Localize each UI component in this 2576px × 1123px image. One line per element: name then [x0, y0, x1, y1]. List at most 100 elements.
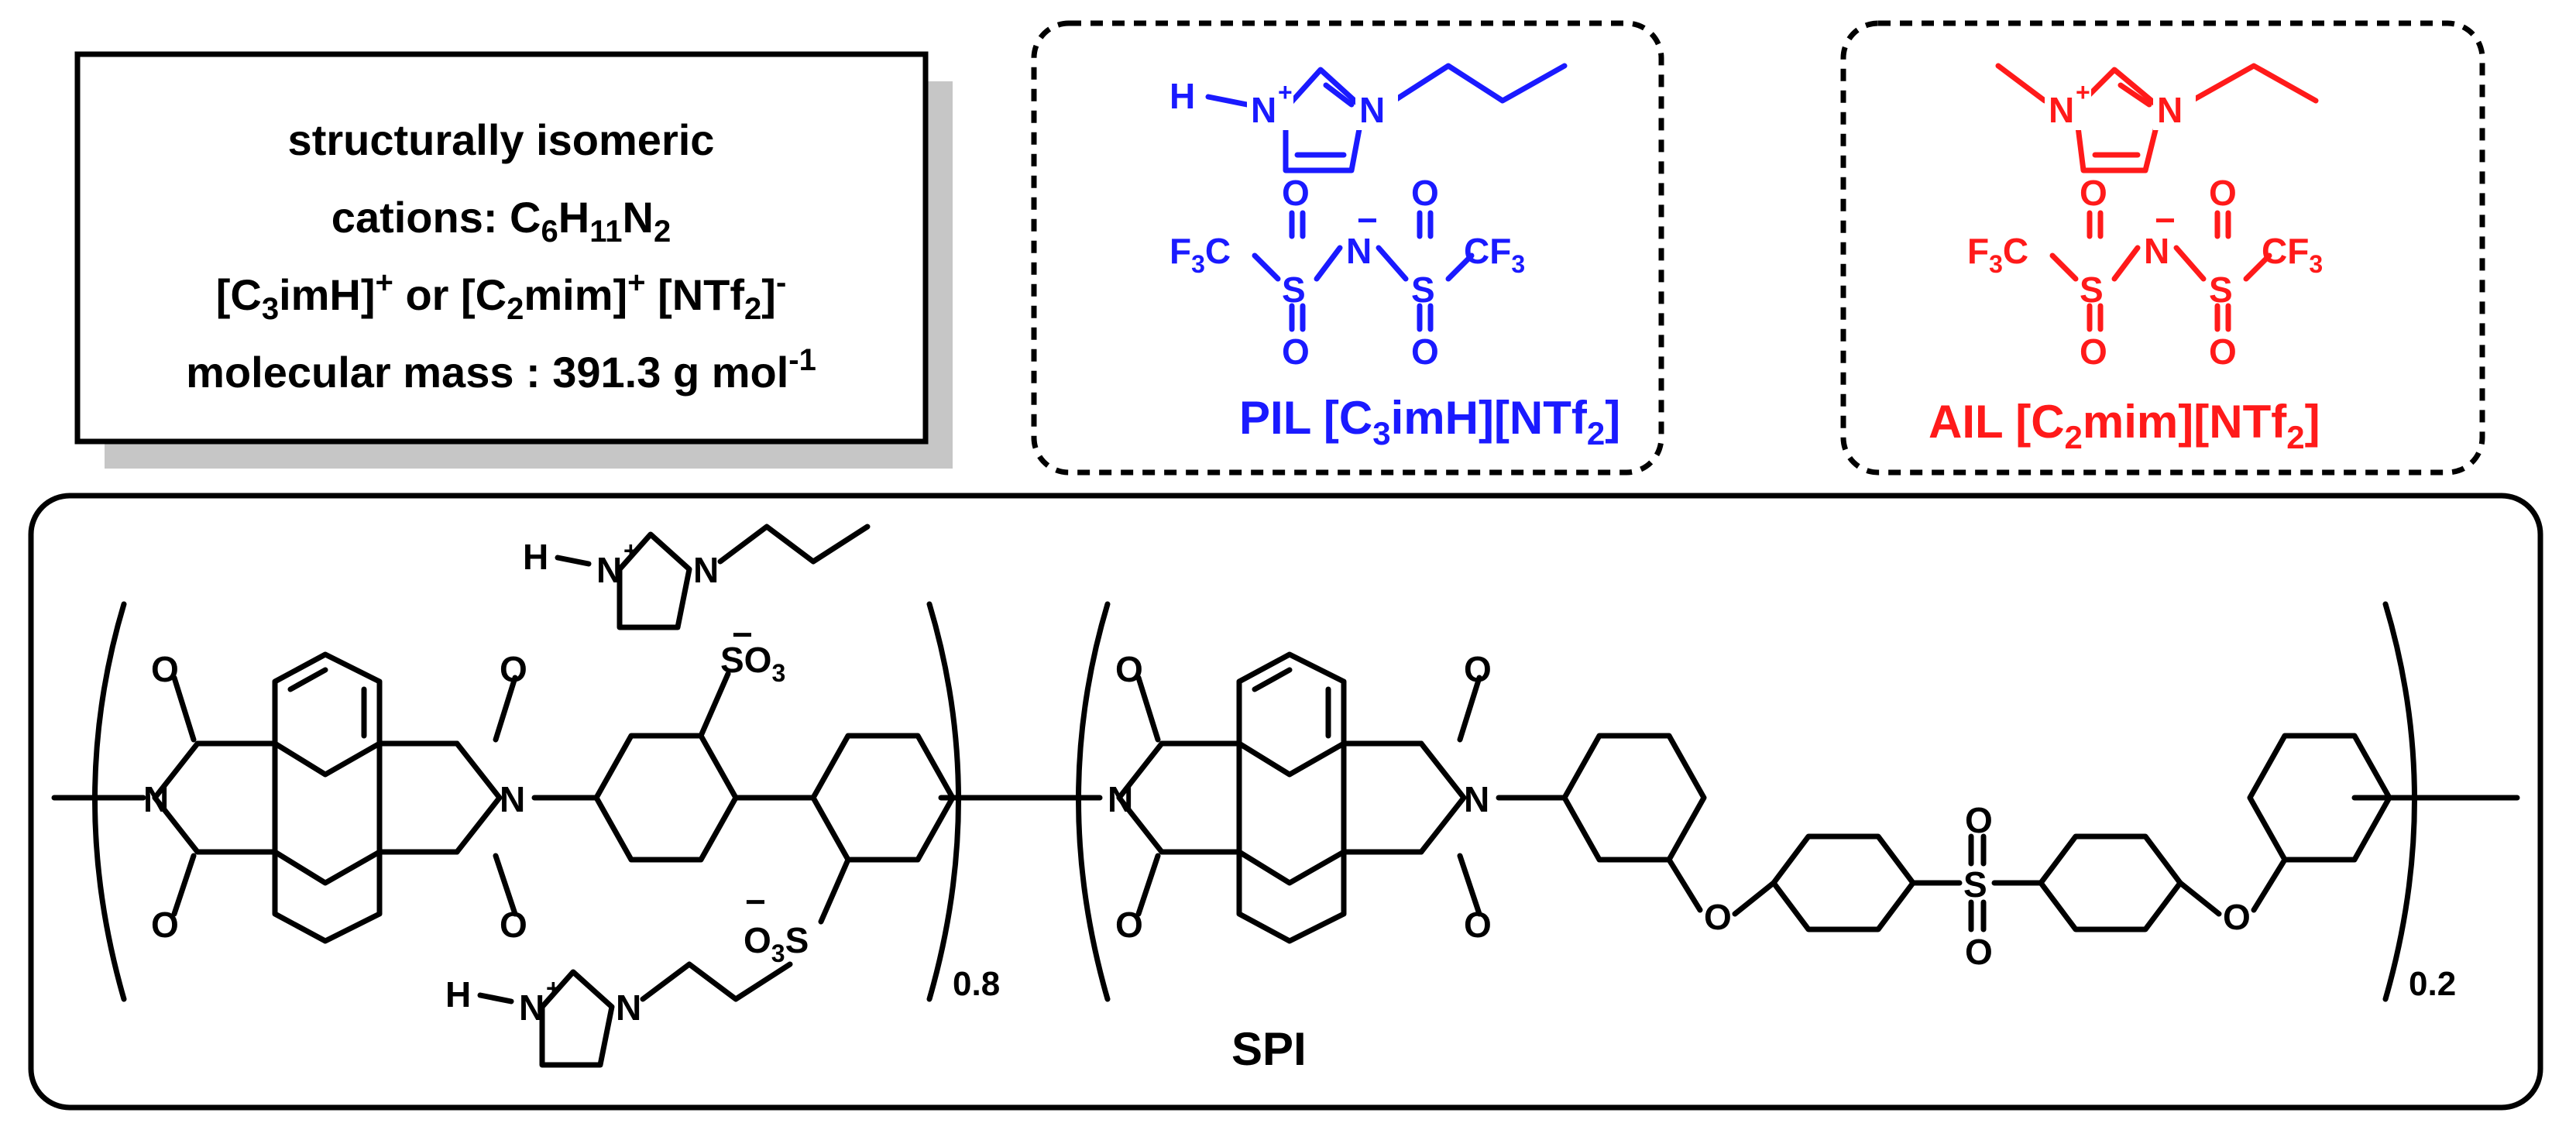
ndi1-n-left: N	[143, 779, 169, 819]
sulfone-o-top: O	[1965, 800, 1993, 840]
pil-label: PIL [C3imH][NTf2]	[1239, 392, 1620, 452]
ndi1-o-1: O	[151, 649, 179, 689]
info-line-3: [C3imH]+ or [C2mim]+ [NTf2]-	[216, 266, 787, 326]
ail-anion-bond-2	[2111, 245, 2141, 282]
ndi1-o-4: O	[500, 905, 527, 945]
ail-cf3: CF3	[2262, 231, 2323, 278]
ail-n-anion: N	[2144, 231, 2169, 271]
ail-anion-bond-3	[2173, 245, 2207, 282]
ail-o-2: O	[2209, 173, 2237, 213]
ail-s1-o-down	[2087, 303, 2104, 332]
pil-n1-mask	[1247, 84, 1293, 130]
ether-o-bond-4	[2251, 857, 2288, 913]
counter-cation-bottom: H N + N	[445, 961, 793, 1068]
pil-o-1: O	[1282, 173, 1310, 213]
cation-top-h: H	[523, 537, 548, 577]
bracket-left-1	[92, 601, 127, 1002]
cation-top-n-plus: N	[596, 550, 622, 590]
biphenyl-ring-2	[810, 733, 956, 863]
ail-n-atom: N	[2157, 90, 2183, 130]
cation-top-ring	[617, 531, 692, 630]
info-box: structurally isomeric cations: C6H11N2 […	[74, 51, 953, 469]
ndi2-core-bonds	[1236, 740, 1347, 855]
pil-cf3: CF3	[1464, 231, 1525, 278]
pil-nh-bond	[1205, 94, 1250, 108]
pil-panel: H N + N O O S S O O N − F3C CF3 PIL [C3i…	[1031, 20, 1664, 476]
pil-s-2: S	[1411, 270, 1435, 310]
ether-o-bond-1	[1666, 857, 1703, 913]
ether-o-1: O	[1704, 897, 1732, 937]
pil-imidazolium-ring	[1283, 67, 1366, 173]
info-line-4: molecular mass : 391.3 g mol-1	[186, 343, 816, 397]
ail-f3c: F3C	[1967, 231, 2028, 278]
ail-anion-bond-1	[2049, 252, 2079, 282]
ndi1-imide-rings	[152, 740, 503, 855]
ndi1-double-bonds	[287, 667, 367, 739]
ndi1-ring-2	[272, 849, 383, 944]
sulfone-o-bottom: O	[1965, 932, 1993, 972]
ail-ethyl-chain	[2189, 63, 2319, 104]
ail-s-1: S	[2080, 270, 2104, 310]
ether-ring-1	[1561, 733, 1707, 863]
bracket-left-2	[1076, 601, 1111, 1002]
biphenyl-ring-1	[593, 733, 739, 863]
pil-n-plus-atom: N	[1251, 90, 1276, 130]
cation-bottom-n: N	[616, 987, 641, 1028]
ail-n1-mask	[2045, 84, 2091, 130]
ail-s1-o-up	[2087, 210, 2104, 239]
ndi2-n-left: N	[1108, 779, 1133, 819]
pil-o-3: O	[1282, 331, 1310, 372]
pil-ntf2-anion: O O S S O O N − F3C CF3	[1170, 173, 1525, 372]
pil-anion-bond-4	[1445, 252, 1475, 282]
spi-panel: 0.8 0.2 N N O O O O SO3 − O3S −	[28, 493, 2543, 1111]
ether-o-2: O	[2223, 897, 2251, 937]
sulfone-s: S	[1963, 864, 1987, 905]
sulfone-o-bonds	[1968, 833, 1987, 932]
ndi2-o-3: O	[1115, 905, 1143, 945]
ether-o-bond-2	[1732, 880, 1777, 917]
pil-anion-bond-1	[1252, 252, 1281, 282]
ail-s2-o-up	[2214, 210, 2231, 239]
pil-o-2: O	[1411, 173, 1439, 213]
ndi2-o-2: O	[1464, 649, 1492, 689]
pil-propyl-chain	[1391, 63, 1568, 104]
pil-anion-bond-3	[1376, 245, 1409, 282]
pil-plus-charge: +	[1278, 78, 1293, 106]
ndi1-core-bonds	[272, 740, 383, 855]
ail-minus-charge: −	[2155, 200, 2176, 240]
ail-anion-bond-4	[2243, 252, 2272, 282]
cation-bottom-h: H	[445, 974, 471, 1015]
so3-top-charge: −	[732, 614, 753, 654]
unit1-naphthalene-diimide	[152, 651, 518, 944]
sulfonate-bond-2	[818, 857, 851, 925]
pil-dashed-frame	[1031, 20, 1664, 476]
ail-n2-mask	[2153, 84, 2196, 130]
ndi1-co-bonds	[171, 675, 518, 917]
ail-s2-o-down	[2214, 303, 2231, 332]
ndi1-o-2: O	[500, 649, 527, 689]
pil-s1-o-down	[1289, 303, 1306, 332]
pil-s2-o-down	[1417, 303, 1434, 332]
pil-n-anion: N	[1346, 231, 1372, 271]
info-line-1: structurally isomeric	[288, 115, 715, 164]
ail-dashed-frame	[1840, 20, 2485, 476]
ndi2-carbonyl-arms	[1159, 740, 1424, 855]
ail-o-3: O	[2080, 331, 2107, 372]
ndi1-o-3: O	[151, 905, 179, 945]
ndi2-double-bonds	[1252, 667, 1331, 739]
pil-o-4: O	[1411, 331, 1439, 372]
ail-o-1: O	[2080, 173, 2107, 213]
ndi2-ring-2	[1236, 849, 1347, 944]
cation-bottom-nh	[477, 992, 514, 1005]
cation-bottom-propyl	[640, 961, 793, 1002]
pil-n2-mask	[1355, 84, 1398, 130]
ail-methyl-bond	[1995, 63, 2048, 104]
pil-f3c: F3C	[1170, 231, 1231, 278]
cation-bottom-n-plus: N	[519, 987, 544, 1028]
ail-o-4: O	[2209, 331, 2237, 372]
ail-s-2: S	[2209, 270, 2233, 310]
pil-h-atom: H	[1170, 76, 1195, 116]
info-line-2: cations: C6H11N2	[331, 193, 671, 249]
counter-cation-top: H N + N	[523, 524, 871, 630]
